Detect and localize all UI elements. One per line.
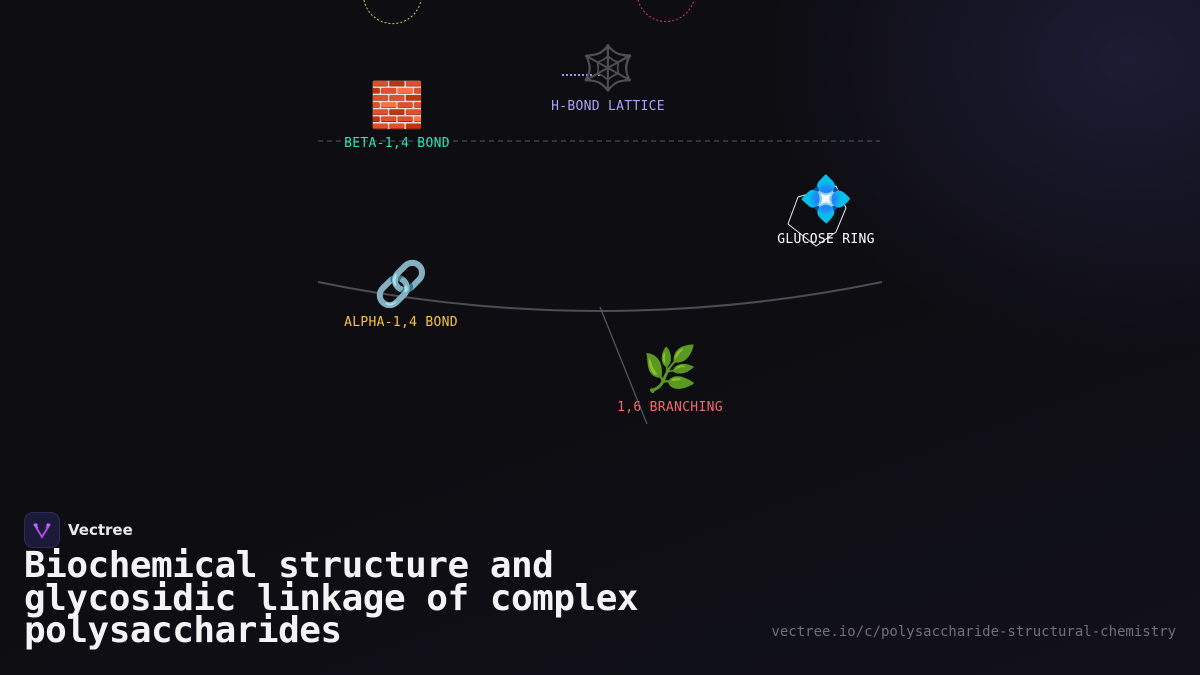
link-icon: 🔗 (373, 259, 429, 310)
branching-node: 🌿 1,6 BRANCHING (604, 344, 736, 416)
chain-arc (317, 281, 883, 312)
glucose-ring-outline (787, 185, 847, 247)
web-icon: 🕸️ (580, 43, 636, 94)
page-url[interactable]: vectree.io/c/polysaccharide-structural-c… (771, 624, 1176, 640)
brand-name: Vectree (68, 521, 133, 539)
beta-bond-node: 🧱 BETA-1,4 BOND (330, 80, 464, 152)
branch-line (599, 306, 648, 425)
top-circle-right (637, 0, 695, 22)
alpha-bond-node: 🔗 ALPHA-1,4 BOND (330, 259, 472, 331)
vectree-logo-icon (24, 512, 60, 548)
glucose-ring-label: GLUCOSE RING (777, 232, 875, 247)
hbond-lattice-label: H-BOND LATTICE (551, 99, 665, 114)
branching-label: 1,6 BRANCHING (617, 400, 723, 415)
diamond-icon: 💠 (798, 174, 854, 225)
herb-icon: 🌿 (642, 344, 698, 395)
brick-icon: 🧱 (369, 80, 425, 131)
glucose-ring-node: 💠 GLUCOSE RING (766, 174, 886, 248)
page-title: Biochemical structure and glycosidic lin… (24, 545, 639, 651)
alpha-bond-label: ALPHA-1,4 BOND (344, 315, 458, 330)
beta-bond-label: BETA-1,4 BOND (344, 136, 450, 151)
top-circle-left (363, 0, 422, 25)
brand: Vectree (24, 512, 133, 548)
hbond-lattice-node: 🕸️ H-BOND LATTICE (540, 43, 676, 115)
